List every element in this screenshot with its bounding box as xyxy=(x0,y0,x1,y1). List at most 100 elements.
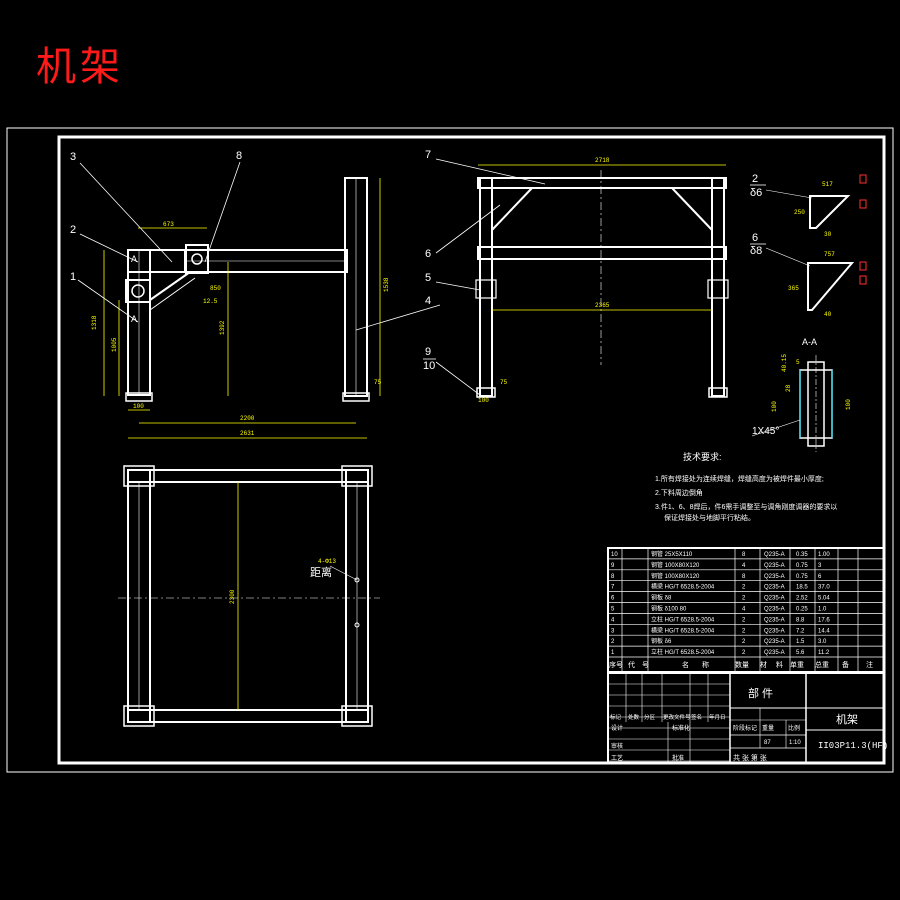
detail-2-dim-bottom: 30 xyxy=(824,231,832,238)
bom-cell: 横梁 HG/T 6528.5-2004 xyxy=(651,583,715,591)
dim-top-width: 2718 xyxy=(595,157,610,164)
detail-6-sub: δ8 xyxy=(750,245,762,257)
bom-header-cell: 总重 xyxy=(815,660,829,669)
callout-3: 3 xyxy=(70,151,76,163)
side-view: 2718 2365 75 100 xyxy=(435,157,729,404)
section-aa: A-A 28 100 100 40.15 5 1X45° xyxy=(751,337,852,452)
dim-left-inner: 1005 xyxy=(111,337,118,352)
bom-cell: 1.0 xyxy=(818,607,827,613)
bom-cell: 6 xyxy=(818,574,822,580)
marker-a-top: A xyxy=(131,254,137,264)
bom-cell: 钢板 δ8 xyxy=(651,594,672,602)
bom-cell: 1 xyxy=(611,650,615,656)
dim-mid-vertical: 1392 xyxy=(219,320,226,335)
bom-header-cell: 称 xyxy=(702,660,709,669)
bom-cell: 钢管 25X5X110 xyxy=(651,550,693,558)
bom-cell: 14.4 xyxy=(818,628,830,634)
tb-row-label: 标记 xyxy=(610,713,622,721)
tb-design: 设计 xyxy=(611,724,623,732)
tech-item-3: 3.件1、6、8焊后，件6需手调整至与调角刚度调器的要求以 xyxy=(655,502,837,511)
bom-cell: 6 xyxy=(611,596,615,602)
bom-cell: 9 xyxy=(611,563,615,569)
bom-cell: Q235-A xyxy=(764,628,785,634)
detail-2-sub: δ6 xyxy=(750,187,762,199)
detail-6-dim-side: 365 xyxy=(788,285,799,292)
aa-dim-2: 100 xyxy=(771,401,778,412)
bom-cell: 2.52 xyxy=(796,596,808,602)
bom-cell: 1.5 xyxy=(796,639,805,645)
aa-dim-1: 28 xyxy=(785,384,792,392)
tb-approve: 批准 xyxy=(672,754,684,762)
section-aa-label: A-A xyxy=(802,337,817,347)
callout-2: 2 xyxy=(70,224,76,236)
tb-weight-label: 重量 xyxy=(762,724,774,732)
tech-requirements: 技术要求: 1.所有焊接处为连续焊缝，焊缝高度为被焊件最小厚度; 2.下料周边倒… xyxy=(655,451,837,522)
bom-cell: Q235-A xyxy=(764,650,785,656)
callout-5: 5 xyxy=(425,272,431,284)
callout-7: 7 xyxy=(425,149,431,161)
dim-right-vertical: 1538 xyxy=(383,277,390,292)
callout-10: 10 xyxy=(423,360,435,372)
bom-cell: 5 xyxy=(611,607,615,613)
tb-part-label: 部 件 xyxy=(748,686,773,700)
bom-cell: 18.5 xyxy=(796,585,808,591)
bom-cell: Q235-A xyxy=(764,596,785,602)
bom-cell: 2 xyxy=(742,639,746,645)
bom-cell: 2 xyxy=(742,628,746,634)
plan-side-label: 距离 xyxy=(310,565,332,579)
tb-check: 审核 xyxy=(611,742,623,750)
bom-cell: 钢管 100X80X120 xyxy=(651,561,700,569)
tb-sheets: 共 张 第 张 xyxy=(733,753,767,762)
bom-header-cell: 备 xyxy=(842,660,849,669)
dim-left-outer: 1318 xyxy=(91,315,98,330)
bom-header-cell: 名 xyxy=(682,660,689,669)
tb-row-label: 年月日 xyxy=(709,713,726,721)
dim-bottom-inner: 2200 xyxy=(240,415,255,422)
bom-cell: Q235-A xyxy=(764,617,785,623)
bom-cell: 4 xyxy=(742,607,746,613)
dim-top-small: 673 xyxy=(163,221,174,228)
detail-plate-6: 6 δ8 757 365 40 xyxy=(750,232,867,318)
detail-2-dim-top: 517 xyxy=(822,181,833,188)
bom-cell: 0.25 xyxy=(796,607,808,613)
front-view: A A 673 1318 1005 1392 1538 2200 2631 10… xyxy=(77,161,441,439)
bom-header-cell: 注 xyxy=(866,660,873,669)
bom-cell: 8 xyxy=(742,574,746,580)
bom-cell: 7 xyxy=(611,585,615,591)
aa-dim-5: 5 xyxy=(796,359,800,366)
tb-standard: 标准化 xyxy=(672,724,690,732)
bom-cell: 2 xyxy=(611,639,615,645)
outer-border xyxy=(6,127,894,773)
bom-header-cell: 代 xyxy=(628,660,635,669)
callout-4: 4 xyxy=(425,295,431,307)
bom-header-cell: 数量 xyxy=(735,660,749,669)
bom-cell: 11.2 xyxy=(818,650,830,656)
bom-cell: 4 xyxy=(611,617,615,623)
tb-row-label: 处数 xyxy=(628,713,640,721)
dim-bottom-outer: 2631 xyxy=(240,430,255,437)
dim-bottom-small: 100 xyxy=(133,403,144,410)
dim-right-small: 75 xyxy=(374,379,382,386)
tb-stage-label: 阶段标记 xyxy=(733,724,757,732)
detail-6-dim-top: 757 xyxy=(824,251,835,258)
callout-9: 9 xyxy=(425,346,431,358)
bom-cell: 立柱 HG/T 6528.5-2004 xyxy=(651,615,715,623)
tb-row-label: 更改文件号 xyxy=(663,713,691,721)
tech-heading: 技术要求: xyxy=(683,451,722,462)
tb-row-label: 分区 xyxy=(644,713,656,721)
bom-cell: 8 xyxy=(611,574,615,580)
page-title: 机架 xyxy=(36,44,124,90)
bom-cell: 2 xyxy=(742,617,746,623)
bom-cell: 0.75 xyxy=(796,563,808,569)
tb-weight: 87 xyxy=(764,740,771,746)
plan-center-dim: 2300 xyxy=(229,589,236,604)
bom-cell: 10 xyxy=(611,552,618,558)
detail-plate-2: 2 δ6 517 250 30 xyxy=(750,173,867,238)
bom-cell: 0.75 xyxy=(796,574,808,580)
detail-6-dim-bottom: 40 xyxy=(824,311,832,318)
dim-diag-label: 850 xyxy=(210,285,221,292)
bom-header-cell: 号 xyxy=(642,661,649,669)
tb-scale: 1:10 xyxy=(789,740,801,746)
detail-2-label: 2 xyxy=(752,173,758,185)
